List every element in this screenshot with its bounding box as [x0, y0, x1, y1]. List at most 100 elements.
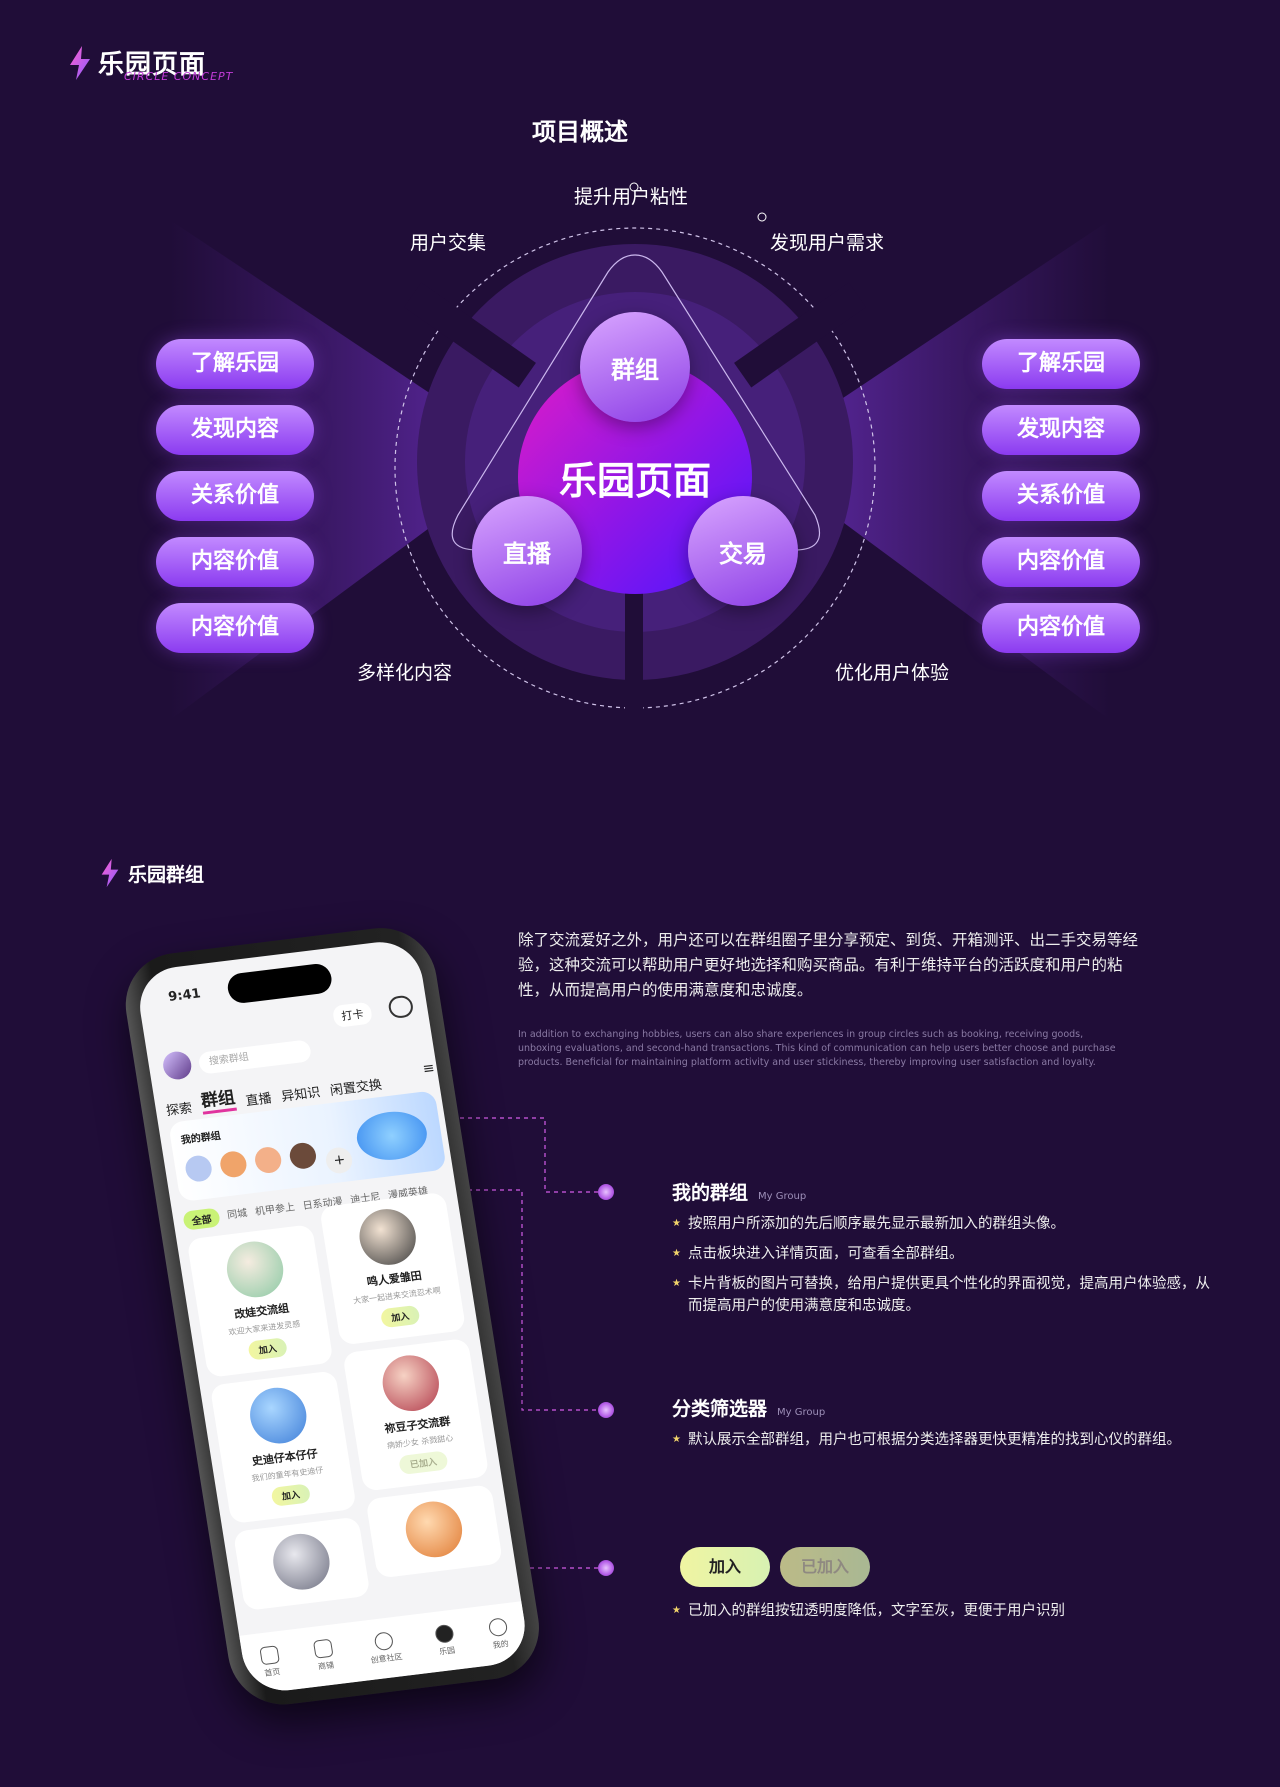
filter-item[interactable]: 机甲参上	[254, 1202, 296, 1218]
phone-frame: 9:41 打卡 搜索群组 探索 群组 直播 异知识 闲置交换 ≡ 我的群组	[118, 921, 547, 1711]
logo: 乐园页面 CIRCLE CONCEPT	[68, 44, 232, 83]
bubble-group: 群组	[580, 312, 690, 422]
tab-knowledge[interactable]: 异知识	[280, 1085, 322, 1105]
filter-all[interactable]: 全部	[182, 1207, 221, 1231]
profile-icon	[487, 1617, 509, 1638]
section-title-text: 乐园群组	[128, 863, 205, 886]
logo-title: 乐园页面	[98, 50, 207, 80]
feature-dot-3	[598, 1560, 614, 1576]
filter-item[interactable]: 同城	[226, 1208, 249, 1222]
feature-title: 分类筛选器	[672, 1398, 768, 1420]
left-pill-4: 内容价值	[156, 537, 314, 587]
tab-label: 首页	[263, 1667, 282, 1678]
tab-home[interactable]: 首页	[259, 1645, 282, 1679]
chat-icon[interactable]	[387, 994, 415, 1020]
feature-bullet: 默认展示全部群组，用户也可根据分类选择器更快更精准的找到心仪的群组。	[672, 1429, 1212, 1451]
tab-group[interactable]: 群组	[198, 1082, 238, 1115]
section-title: 乐园群组	[100, 858, 204, 888]
bolt-icon	[70, 45, 90, 80]
label-top: 提升用户粘性	[574, 186, 689, 208]
tab-shop[interactable]: 商铺	[312, 1638, 336, 1673]
feature-title-en: My Group	[777, 1407, 826, 1418]
bubble-trade: 交易	[688, 496, 798, 606]
tab-park[interactable]: 乐园	[434, 1623, 457, 1658]
group-avatar[interactable]	[183, 1154, 214, 1184]
join-button-demo[interactable]: 加入	[680, 1547, 770, 1587]
bolt-icon	[101, 858, 119, 888]
menu-icon[interactable]: ≡	[421, 1060, 436, 1078]
label-top-right: 发现用户需求	[770, 232, 885, 254]
bottom-tabbar: 首页 商铺 创意社区 乐园 我的	[239, 1601, 531, 1696]
group-avatar	[378, 1352, 443, 1415]
group-avatar	[246, 1384, 311, 1447]
separator-top-right	[734, 282, 866, 388]
avatar[interactable]	[161, 1049, 194, 1082]
left-pill-3: 关系价值	[156, 471, 314, 521]
group-card[interactable]	[365, 1484, 504, 1579]
description-cn: 除了交流爱好之外，用户还可以在群组圈子里分享预定、到货、开箱测评、出二手交易等经…	[518, 931, 1139, 999]
group-avatar[interactable]	[288, 1141, 319, 1171]
park-icon	[434, 1623, 455, 1644]
phone-screen: 9:41 打卡 搜索群组 探索 群组 直播 异知识 闲置交换 ≡ 我的群组	[134, 937, 531, 1696]
logo-subtitle: CIRCLE CONCEPT	[124, 70, 234, 83]
button-note: 已加入的群组按钮透明度降低，文字至灰，更便于用户识别	[672, 1600, 1232, 1622]
feature-filter: 分类筛选器 My Group 默认展示全部群组，用户也可根据分类选择器更快更精准的…	[672, 1394, 1212, 1451]
separator-bottom	[625, 560, 643, 760]
checkin-button[interactable]: 打卡	[331, 1001, 374, 1028]
shop-icon	[312, 1638, 334, 1659]
join-button[interactable]: 加入	[379, 1304, 421, 1329]
phone-mockup: 9:41 打卡 搜索群组 探索 群组 直播 异知识 闲置交换 ≡ 我的群组	[118, 920, 568, 1731]
left-pill-5: 内容价值	[156, 603, 314, 653]
feature-bullet: 点击板块进入详情页面，可查看全部群组。	[672, 1243, 1212, 1265]
right-pill-5: 内容价值	[982, 603, 1140, 653]
group-card[interactable]: 史迪仔本仔仔 我们的童年有史迪仔 加入	[209, 1370, 357, 1525]
overview-title: 项目概述	[532, 118, 628, 146]
tab-swap[interactable]: 闲置交换	[329, 1077, 384, 1099]
group-avatar	[401, 1498, 467, 1561]
bubble-live: 直播	[472, 496, 582, 606]
tab-label: 创意社区	[369, 1652, 404, 1665]
group-avatar[interactable]	[253, 1145, 284, 1175]
tab-community[interactable]: 创意社区	[367, 1630, 404, 1666]
feature-title: 我的群组	[672, 1182, 749, 1204]
group-avatar	[355, 1205, 420, 1269]
card-background-art	[353, 1107, 431, 1164]
add-group-icon[interactable]: +	[324, 1145, 355, 1175]
group-card[interactable]	[232, 1516, 371, 1611]
dynamic-island	[225, 962, 334, 1005]
tab-label: 乐园	[438, 1645, 456, 1657]
group-avatar	[269, 1530, 334, 1593]
joined-button[interactable]: 已加入	[398, 1450, 449, 1475]
tab-explore[interactable]: 探索	[165, 1101, 194, 1120]
join-button[interactable]: 加入	[247, 1337, 289, 1361]
feature-dot-1	[598, 1184, 614, 1200]
group-avatar	[222, 1238, 288, 1301]
tab-label: 我的	[492, 1639, 510, 1650]
separator-top-left	[404, 282, 536, 388]
ring-dot-top	[629, 182, 639, 192]
label-bottom-right: 优化用户体验	[835, 662, 950, 684]
status-time: 9:41	[167, 986, 202, 1006]
right-pill-2: 发现内容	[982, 405, 1140, 455]
feature-dot-2	[598, 1402, 614, 1418]
left-pill-1: 了解乐园	[156, 339, 314, 389]
ring-dot-right	[757, 212, 767, 222]
left-pill-2: 发现内容	[156, 405, 314, 455]
feature-bullet: 卡片背板的图片可替换，给用户提供更具个性化的界面视觉，提高用户体验感，从而提高用…	[672, 1273, 1212, 1317]
home-icon	[259, 1645, 280, 1666]
group-card[interactable]: 祢豆子交流群 病娇少女 杀戮甜心 已加入	[342, 1337, 490, 1492]
join-button[interactable]: 加入	[270, 1483, 312, 1507]
community-icon	[373, 1631, 395, 1652]
tab-live[interactable]: 直播	[244, 1091, 273, 1110]
group-card[interactable]: 改娃交流组 欢迎大家来进发灵感 加入	[186, 1224, 334, 1378]
joined-button-demo[interactable]: 已加入	[780, 1547, 870, 1587]
tab-mine[interactable]: 我的	[487, 1617, 511, 1651]
right-pill-1: 了解乐园	[982, 339, 1140, 389]
search-input[interactable]: 搜索群组	[197, 1039, 313, 1075]
label-bottom-left: 多样化内容	[357, 662, 453, 684]
group-avatar[interactable]	[218, 1149, 249, 1179]
label-top-left: 用户交集	[410, 232, 487, 254]
description-en: In addition to exchanging hobbies, users…	[518, 1029, 1116, 1068]
group-card[interactable]: 鸣人爱雏田 大家一起进来交流忍术啊 加入	[319, 1191, 467, 1346]
